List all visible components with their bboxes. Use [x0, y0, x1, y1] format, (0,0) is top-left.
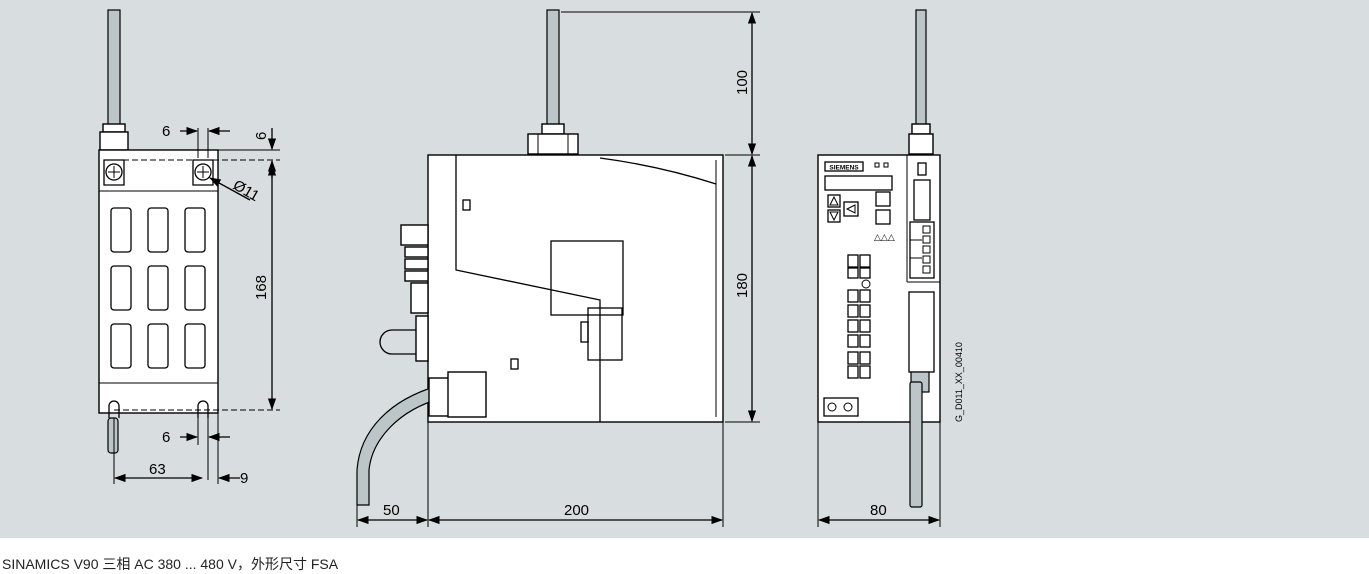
led-pair: [823, 397, 859, 417]
dim-depth: 200: [564, 502, 589, 519]
dim-top-right: 6: [253, 132, 270, 140]
usb-port: [913, 179, 931, 221]
dim-bottom-gap: 6: [162, 429, 170, 446]
rating-label: [550, 240, 624, 316]
cable-gland-base: [527, 133, 579, 155]
top-cable: [107, 9, 121, 126]
dim-cable-depth: 50: [383, 502, 400, 519]
brand-badge: [824, 161, 864, 172]
bottom-cable-stub: [107, 417, 119, 454]
side-view: 100 180 50 200: [356, 9, 760, 527]
dim-clearance-top: 100: [734, 70, 751, 95]
cable-gland-base: [908, 133, 934, 155]
figure-caption: SINAMICS V90 三相 AC 380 ... 480 V，外形尺寸 FS…: [2, 556, 339, 572]
display: [824, 175, 893, 191]
svg-text:△△△: △△△: [874, 233, 895, 243]
rear-view: 6 6 Ø11 168 6 63 9: [98, 9, 280, 487]
up-button: [827, 194, 841, 208]
front-panel: [817, 154, 941, 423]
front-view: SIEMENS △△△: [817, 9, 964, 527]
cable-gland-top: [102, 123, 126, 133]
cable-gland-base: [99, 131, 129, 151]
dim-edge: 9: [240, 470, 248, 487]
cable-gland-top: [911, 123, 931, 135]
bottom-cable: [909, 381, 923, 508]
side-connectors: [379, 224, 429, 362]
rear-panel: [98, 149, 219, 414]
top-cable: [915, 9, 927, 126]
brand-label: SIEMENS: [829, 165, 859, 172]
menu-button: [875, 209, 891, 225]
terminal-block-top: [909, 221, 935, 279]
top-cable: [546, 9, 560, 126]
cable-gland-top: [541, 123, 565, 135]
dim-top-gap: 6: [162, 123, 170, 140]
drawing-id: G_D011_XX_00410: [954, 342, 964, 422]
vent-grid: [110, 207, 206, 369]
dimension-drawing: 6 6 Ø11 168 6 63 9: [98, 9, 964, 527]
mounting-slot-bottom-left: [108, 400, 120, 418]
mounting-slot-bottom-right: [197, 400, 209, 418]
down-button: [827, 209, 841, 223]
terminal-block-main: [847, 254, 871, 379]
dim-hole-diameter: Ø11: [230, 177, 262, 205]
dim-mount-width: 63: [149, 461, 166, 478]
left-button: [843, 201, 859, 217]
dim-mount-height: 168: [253, 275, 270, 300]
drawing-area: 6 6 Ø11 168 6 63 9: [0, 0, 1369, 538]
dim-height: 180: [734, 273, 751, 298]
ok-button: [875, 191, 891, 207]
dim-width: 80: [870, 502, 887, 519]
